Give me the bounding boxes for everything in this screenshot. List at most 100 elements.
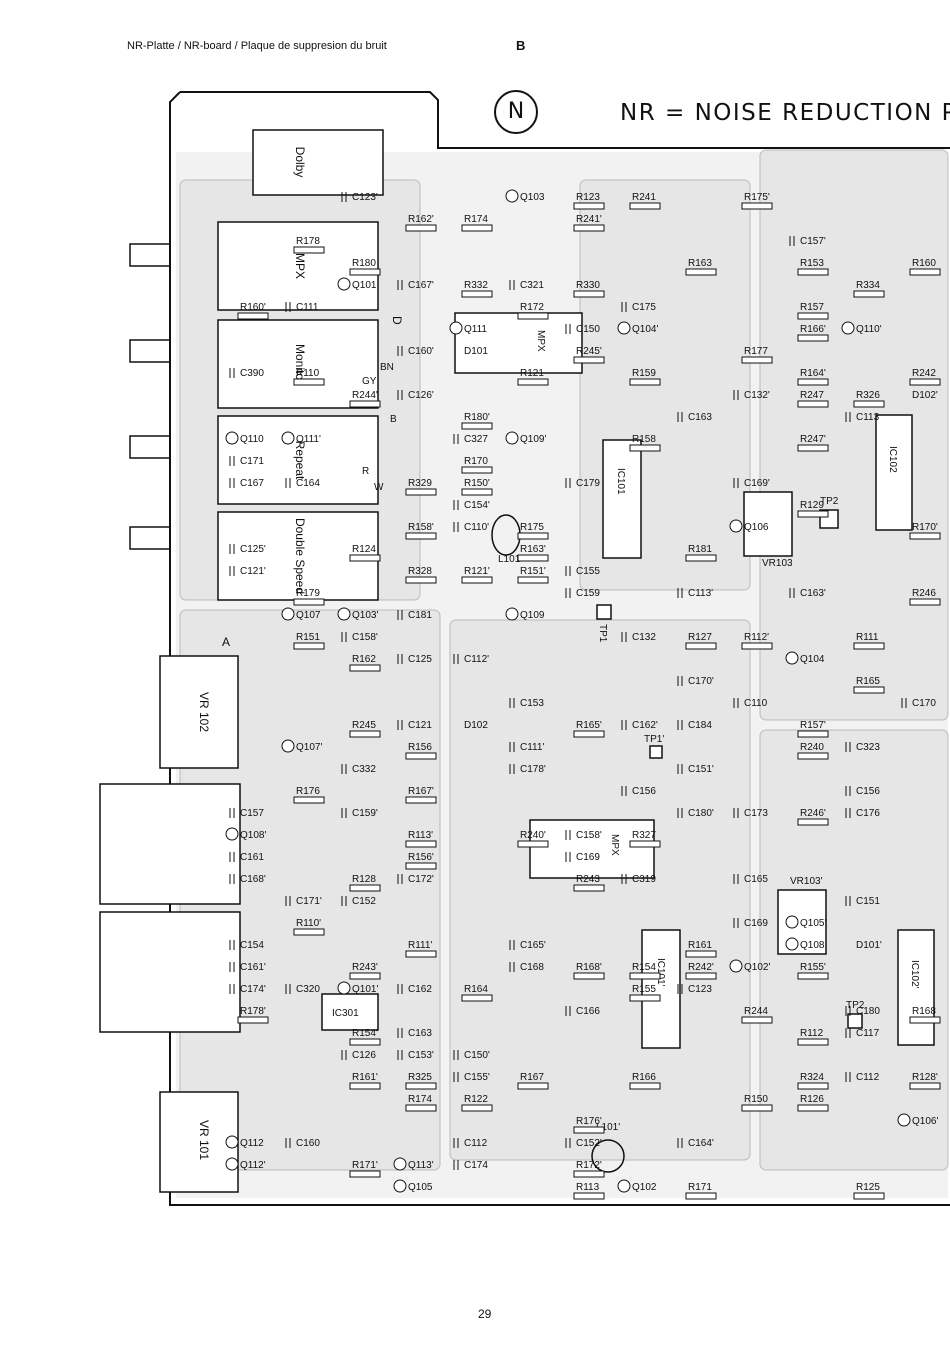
capacitor-symbol [229,808,235,818]
capacitor-symbol [845,808,851,818]
test-point-tp1: TP1 [597,624,608,643]
capacitor-symbol [677,984,683,994]
control-vr102: VR 102 [197,692,211,732]
resistor-label: R111 [856,632,879,643]
resistor-symbol [797,972,829,980]
capacitor-label: C153' [408,1050,434,1061]
board-outline [169,91,950,1206]
resistor-symbol [349,1170,381,1178]
capacitor-symbol [733,808,739,818]
capacitor-symbol [509,940,515,950]
resistor-label: R243 [576,874,600,885]
resistor-symbol [573,730,605,738]
page-number: 29 [478,1307,492,1321]
capacitor-symbol [285,302,291,312]
capacitor-label: C157' [800,236,826,247]
resistor-symbol [405,1104,437,1112]
resistor-symbol [349,972,381,980]
resistor-label: R150 [744,1094,768,1105]
resistor-symbol [797,268,829,276]
transistor-symbol [897,1113,911,1127]
transistor-symbol [393,1179,407,1193]
transistor-label: Q105' [800,918,826,929]
capacitor-label: C164 [296,478,320,489]
capacitor-label: C184 [688,720,712,731]
resistor-label: R158' [408,522,434,533]
resistor-label: R121' [464,566,490,577]
resistor-label: R161 [688,940,712,951]
capacitor-symbol [845,1072,851,1082]
transistor-symbol [505,189,519,203]
transistor-symbol [281,607,295,621]
capacitor-label: C156 [856,786,880,797]
resistor-symbol [405,950,437,958]
capacitor-symbol [677,588,683,598]
capacitor-label: C152' [576,1138,602,1149]
capacitor-label: C321 [520,280,544,291]
capacitor-label: C153 [520,698,544,709]
capacitor-label: C125 [408,654,432,665]
resistor-label: R110 [296,368,320,379]
resistor-label: R245' [576,346,602,357]
resistor-label: R179 [296,588,320,599]
capacitor-symbol [677,676,683,686]
capacitor-symbol [677,764,683,774]
capacitor-symbol [397,720,403,730]
resistor-symbol [573,1126,605,1134]
resistor-label: R241 [632,192,656,203]
capacitor-label: C125' [240,544,266,555]
capacitor-symbol [733,698,739,708]
resistor-symbol [293,598,325,606]
capacitor-label: C170' [688,676,714,687]
resistor-symbol [237,1016,269,1024]
resistor-symbol [461,994,493,1002]
resistor-symbol [909,1016,941,1024]
ic102-label: IC102 [887,446,898,473]
resistor-label: R110' [296,918,321,929]
transistor-symbol [729,519,743,533]
transistor-symbol [337,607,351,621]
resistor-label: R326 [856,390,880,401]
capacitor-symbol [453,1160,459,1170]
transistor-symbol [785,937,799,951]
capacitor-label: C150 [576,324,600,335]
resistor-symbol [517,840,549,848]
resistor-symbol [517,378,549,386]
capacitor-symbol [565,324,571,334]
resistor-label: R128 [352,874,376,885]
resistor-label: R163' [520,544,546,555]
capacitor-symbol [285,1138,291,1148]
resistor-label: R166 [632,1072,656,1083]
resistor-symbol [797,1082,829,1090]
resistor-symbol [405,532,437,540]
resistor-symbol [685,950,717,958]
resistor-label: R172' [576,1160,602,1171]
resistor-label: R244' [352,390,378,401]
resistor-symbol [517,1082,549,1090]
resistor-symbol [573,1192,605,1200]
capacitor-label: C320 [296,984,320,995]
capacitor-symbol [453,434,459,444]
capacitor-label: C126 [352,1050,376,1061]
transistor-label: Q102 [632,1182,657,1193]
resistor-label: R159 [632,368,656,379]
resistor-symbol [629,202,661,210]
resistor-label: R247' [800,434,826,445]
resistor-symbol [461,576,493,584]
capacitor-symbol [621,874,627,884]
resistor-symbol [797,1038,829,1046]
capacitor-symbol [341,896,347,906]
resistor-symbol [741,356,773,364]
resistor-symbol [909,532,941,540]
resistor-label: R177 [744,346,768,357]
resistor-label: R160' [240,302,266,313]
resistor-symbol [685,972,717,980]
resistor-label: R171 [688,1182,712,1193]
capacitor-symbol [733,918,739,928]
resistor-symbol [517,554,549,562]
capacitor-symbol [733,874,739,884]
capacitor-label: C110' [464,522,489,533]
wire-w: W [374,482,384,493]
resistor-label: R154' [352,1028,378,1039]
capacitor-symbol [509,698,515,708]
